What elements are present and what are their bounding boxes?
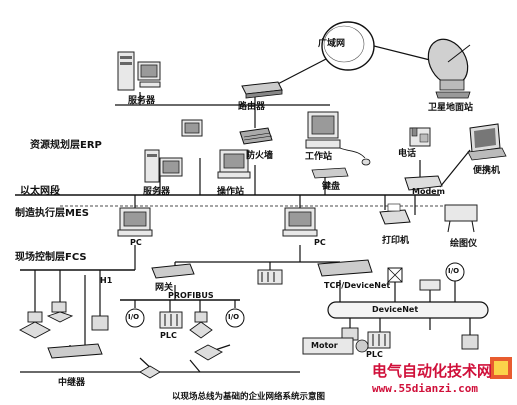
plc-b-label: PLC <box>366 350 383 359</box>
io-b-icon <box>225 308 245 328</box>
devicenet-box-icon <box>387 267 403 283</box>
valve-icon <box>19 301 479 379</box>
motor-label: Motor <box>311 341 338 350</box>
motor-icon <box>302 337 369 355</box>
plotter-icon <box>444 204 478 233</box>
layer-mes-label: 制造执行层MES <box>15 208 89 219</box>
operator-station-label: 操作站 <box>217 187 245 197</box>
firewall-label: 防火墙 <box>246 151 274 161</box>
operator-station-icon <box>217 149 251 179</box>
modem-icon <box>404 175 443 191</box>
io-c-label: I/O <box>448 267 460 275</box>
plotter-label: 绘图仪 <box>450 239 478 249</box>
io-a-icon <box>125 308 145 328</box>
router-label: 路由器 <box>238 102 266 112</box>
wan-satellite-link <box>369 44 431 61</box>
printer-label: 打印机 <box>382 236 410 246</box>
watermark-title: 电气自动化技术网 <box>372 362 493 380</box>
gateway-icon <box>151 263 195 279</box>
devicenet-module-icon <box>419 279 441 291</box>
devicenet-label: DeviceNet <box>372 305 419 314</box>
repeater-label: 中继器 <box>58 378 86 388</box>
phone-label: 电话 <box>398 149 417 159</box>
pc-left-label: PC <box>130 238 142 247</box>
watermark-logo-icon <box>490 357 512 379</box>
layer-erp-label: 资源规划层ERP <box>30 140 102 151</box>
plc-b-icon <box>367 331 391 349</box>
layer-fcs-label: 现场控制层FCS <box>15 252 87 263</box>
workstation-icon <box>305 111 371 166</box>
keyboard-icon <box>311 167 349 179</box>
printer-icon <box>379 203 411 225</box>
pc-left-icon <box>117 207 153 237</box>
io-b-label: I/O <box>228 313 240 321</box>
phone-icon <box>409 127 431 147</box>
profibus-label: PROFIBUS <box>168 291 214 300</box>
field-rack-icon <box>257 269 283 285</box>
gateway-label: 网关 <box>155 283 174 293</box>
tcp-devicenet-icon <box>317 259 373 277</box>
top-server-icon <box>117 51 161 91</box>
layer-ethernet-label: 以太网段 <box>20 186 60 197</box>
wan-cloud-icon <box>321 21 375 71</box>
io-a-label: I/O <box>128 313 140 321</box>
top-server-label: 服务器 <box>128 96 156 106</box>
keyboard-label: 键盘 <box>322 182 341 192</box>
mid-server-icon <box>144 149 183 183</box>
satellite-dish-icon <box>427 38 471 99</box>
plc-a-icon <box>159 311 183 329</box>
laptop-icon <box>467 123 507 161</box>
router-icon <box>241 81 283 99</box>
mid-server-label: 服务器 <box>143 187 171 197</box>
diagram-caption: 以现场总线为基础的企业网络系统示意图 <box>172 392 326 402</box>
wan-label: 广域网 <box>318 39 346 49</box>
h1-label: H1 <box>100 276 113 285</box>
io-c-icon <box>445 262 465 282</box>
plc-a-label: PLC <box>160 331 177 340</box>
pc-mid-label: PC <box>314 238 326 247</box>
workstation-label: 工作站 <box>305 152 333 162</box>
router-wan-link <box>269 57 329 89</box>
satellite-label: 卫星地面站 <box>428 103 474 113</box>
watermark-url: www.55dianzi.com <box>372 382 478 395</box>
modem-label: Modem <box>412 187 445 196</box>
devicenet-bus <box>327 301 489 319</box>
firewall-icon <box>181 119 273 145</box>
repeater-icon <box>47 343 103 359</box>
pc-mid-icon <box>282 207 318 237</box>
laptop-label: 便携机 <box>473 166 501 176</box>
tcp-devicenet-label: TCP/DeviceNet <box>324 281 391 290</box>
